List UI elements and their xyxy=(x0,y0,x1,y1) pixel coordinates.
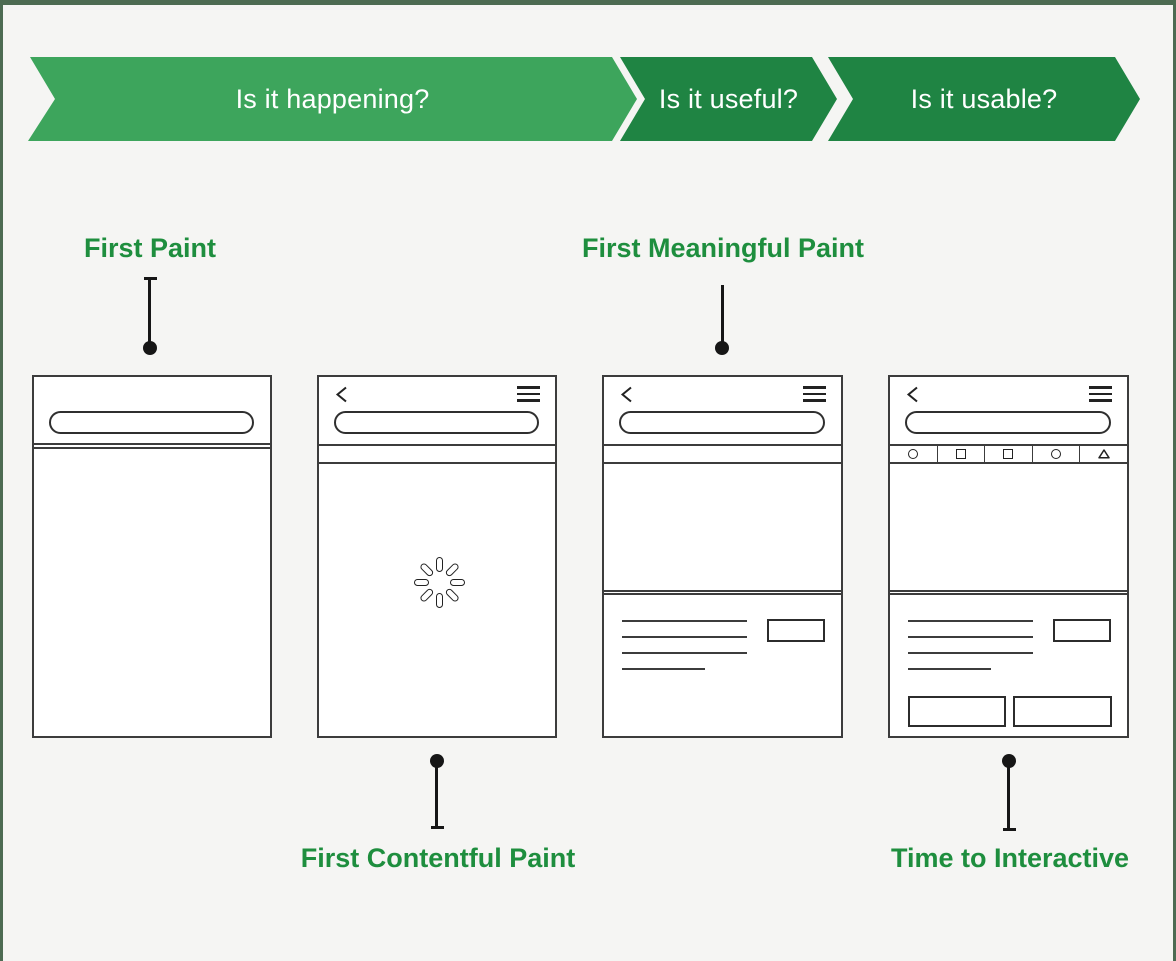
label-first-meaningful-paint: First Meaningful Paint xyxy=(581,233,865,263)
content-divider xyxy=(604,593,841,595)
label-first-contentful-paint: First Contentful Paint xyxy=(300,843,576,873)
phone-first-meaningful-paint xyxy=(602,375,843,738)
text-line xyxy=(908,620,1033,622)
square-icon xyxy=(1003,449,1014,459)
hero-divider xyxy=(890,590,1127,592)
toolbar-strip xyxy=(604,444,841,464)
content-divider xyxy=(890,593,1127,595)
text-line xyxy=(622,620,747,622)
search-bar xyxy=(905,411,1111,434)
tab-bar xyxy=(890,444,1127,464)
action-button-placeholder xyxy=(1053,619,1111,642)
label-first-paint: First Paint xyxy=(83,233,217,263)
funnel-stage-useful-label: Is it useful? xyxy=(658,83,799,114)
tab-square xyxy=(936,446,985,462)
frame-border-right xyxy=(1173,0,1176,961)
funnel-stage-usable-label: Is it usable? xyxy=(910,83,1058,114)
funnel-stage-happening-label: Is it happening? xyxy=(235,83,430,114)
bottom-button-placeholder xyxy=(1013,696,1112,727)
action-button-placeholder xyxy=(767,619,825,642)
connector-tick-time-to-interactive xyxy=(1003,828,1016,831)
circle-icon xyxy=(908,449,919,459)
funnel-stage-useful: Is it useful? xyxy=(620,57,837,141)
menu-icon xyxy=(803,386,826,402)
toolbar-strip xyxy=(319,444,555,464)
phone-time-to-interactive xyxy=(888,375,1129,738)
frame-border-top xyxy=(0,0,1176,5)
back-icon xyxy=(335,386,348,403)
header-divider xyxy=(34,443,270,445)
connector-line-first-contentful-paint xyxy=(435,761,438,828)
connector-tick-first-contentful-paint xyxy=(431,826,444,829)
bottom-button-placeholder xyxy=(908,696,1006,727)
phone-first-contentful-paint xyxy=(317,375,557,738)
square-icon xyxy=(955,449,966,459)
menu-icon xyxy=(1089,386,1112,402)
frame-border-left xyxy=(0,0,3,961)
text-line xyxy=(908,636,1033,638)
label-time-to-interactive: Time to Interactive xyxy=(890,843,1130,873)
search-bar xyxy=(334,411,539,434)
back-icon xyxy=(620,386,633,403)
circle-icon xyxy=(1051,449,1062,459)
content-divider xyxy=(34,447,270,449)
funnel-stage-happening: Is it happening? xyxy=(28,57,637,141)
text-line xyxy=(908,668,991,670)
connector-dot-first-meaningful-paint xyxy=(715,341,729,355)
phone-first-paint xyxy=(32,375,272,738)
tab-square-2 xyxy=(984,446,1032,462)
connector-line-first-paint xyxy=(148,277,151,348)
text-line xyxy=(622,636,747,638)
search-bar xyxy=(619,411,825,434)
tab-circle xyxy=(890,446,937,462)
triangle-icon xyxy=(1097,449,1110,459)
text-line xyxy=(908,652,1033,654)
text-line xyxy=(622,652,747,654)
funnel-stage-usable: Is it usable? xyxy=(828,57,1140,141)
connector-dot-first-paint xyxy=(143,341,157,355)
search-bar xyxy=(49,411,254,434)
text-line xyxy=(622,668,705,670)
hero-divider xyxy=(604,590,841,592)
connector-line-time-to-interactive xyxy=(1007,761,1010,830)
tab-triangle xyxy=(1079,446,1127,462)
back-icon xyxy=(906,386,919,403)
tab-circle-2 xyxy=(1031,446,1080,462)
connector-line-first-meaningful-paint xyxy=(721,285,724,347)
menu-icon xyxy=(517,386,540,402)
